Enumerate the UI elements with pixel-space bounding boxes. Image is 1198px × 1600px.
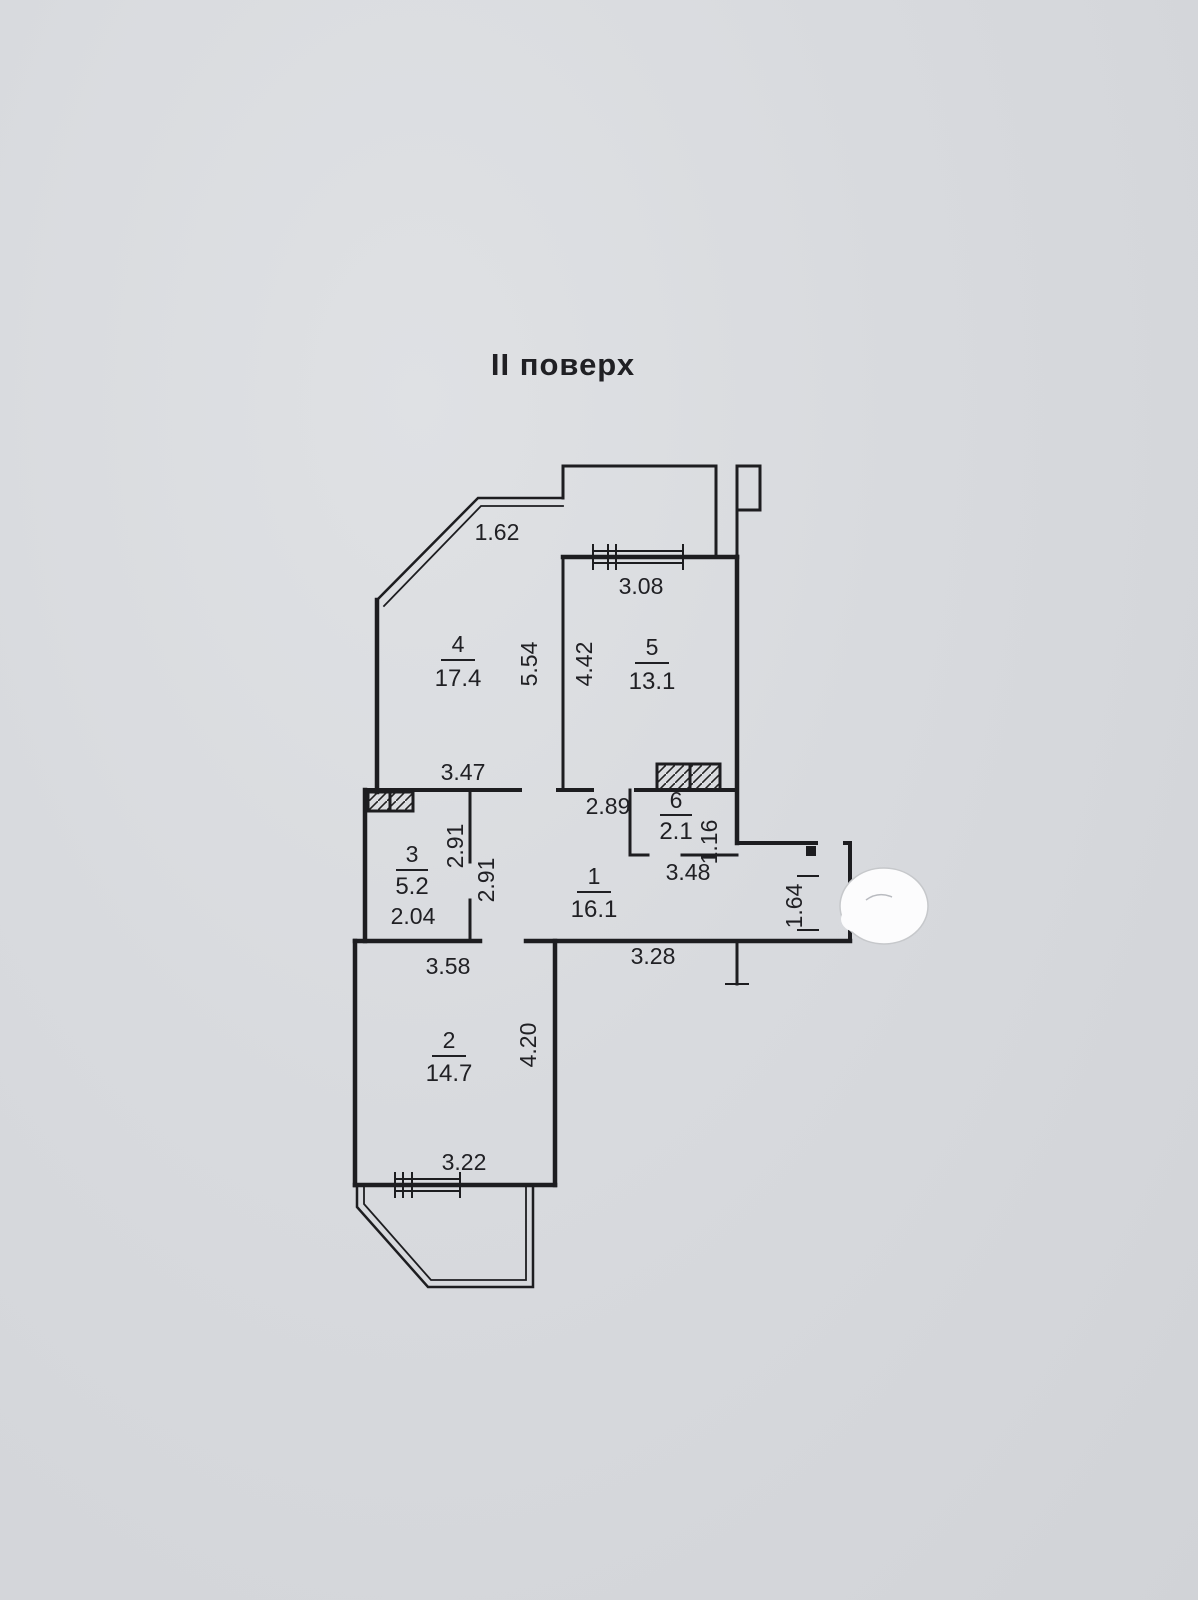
room-labels: 4 17.4 5 13.1 3 5.2 6 2.1 1 16.1 2 14.7 [395, 631, 692, 1087]
dim-room3-width: 2.04 [391, 903, 436, 929]
room-4-number: 4 [452, 631, 465, 657]
sticker-redaction [839, 867, 929, 945]
dim-room2-top-width: 3.58 [426, 953, 471, 979]
dim-hall-top-width: 2.89 [586, 793, 631, 819]
chamfer-balcony-edge [375, 496, 565, 608]
dim-balcony-edge: 1.62 [475, 519, 520, 545]
dim-hall-mid-width: 3.48 [666, 859, 711, 885]
dim-room5-top-width: 3.08 [619, 573, 664, 599]
room-4-area: 17.4 [435, 665, 482, 692]
room-6-area: 2.1 [659, 818, 692, 845]
dim-room6-height: 1.16 [696, 820, 722, 865]
room-5-number: 5 [646, 634, 659, 660]
wall-stub [725, 939, 749, 986]
room-5-area: 13.1 [629, 668, 676, 695]
entrance-door-block [806, 846, 816, 856]
room-1-area: 16.1 [571, 896, 618, 923]
dim-room4-height: 5.54 [516, 641, 542, 686]
dim-room3-height: 2.91 [442, 824, 468, 869]
window-bottom [394, 1172, 461, 1198]
room-3-area: 5.2 [395, 873, 428, 900]
bottom-balcony [355, 1183, 535, 1289]
window-top [592, 544, 684, 570]
vent-shaft-right [655, 762, 722, 792]
dim-room4-width: 3.47 [441, 759, 486, 785]
dim-room2-height: 4.20 [515, 1023, 541, 1068]
dim-room5-height: 4.42 [571, 642, 597, 687]
room-3-number: 3 [406, 841, 419, 867]
page-title: ІІ поверх [491, 347, 635, 382]
dim-room2-bottom-width: 3.22 [442, 1149, 487, 1175]
room-6-number: 6 [670, 787, 683, 813]
dim-entry-height: 1.64 [781, 883, 807, 928]
top-balcony [561, 464, 718, 559]
room-2-number: 2 [443, 1027, 456, 1053]
dim-hall-bottom-width: 3.28 [631, 943, 676, 969]
room-1-number: 1 [588, 863, 601, 889]
dim-hall-left-height: 2.91 [473, 858, 499, 903]
dimension-labels: 1.62 3.08 5.54 4.42 3.47 2.89 2.91 2.91 … [391, 519, 807, 1175]
room-2-area: 14.7 [426, 1060, 473, 1087]
vent-shaft-left [366, 790, 415, 813]
top-right-notch [735, 464, 762, 559]
